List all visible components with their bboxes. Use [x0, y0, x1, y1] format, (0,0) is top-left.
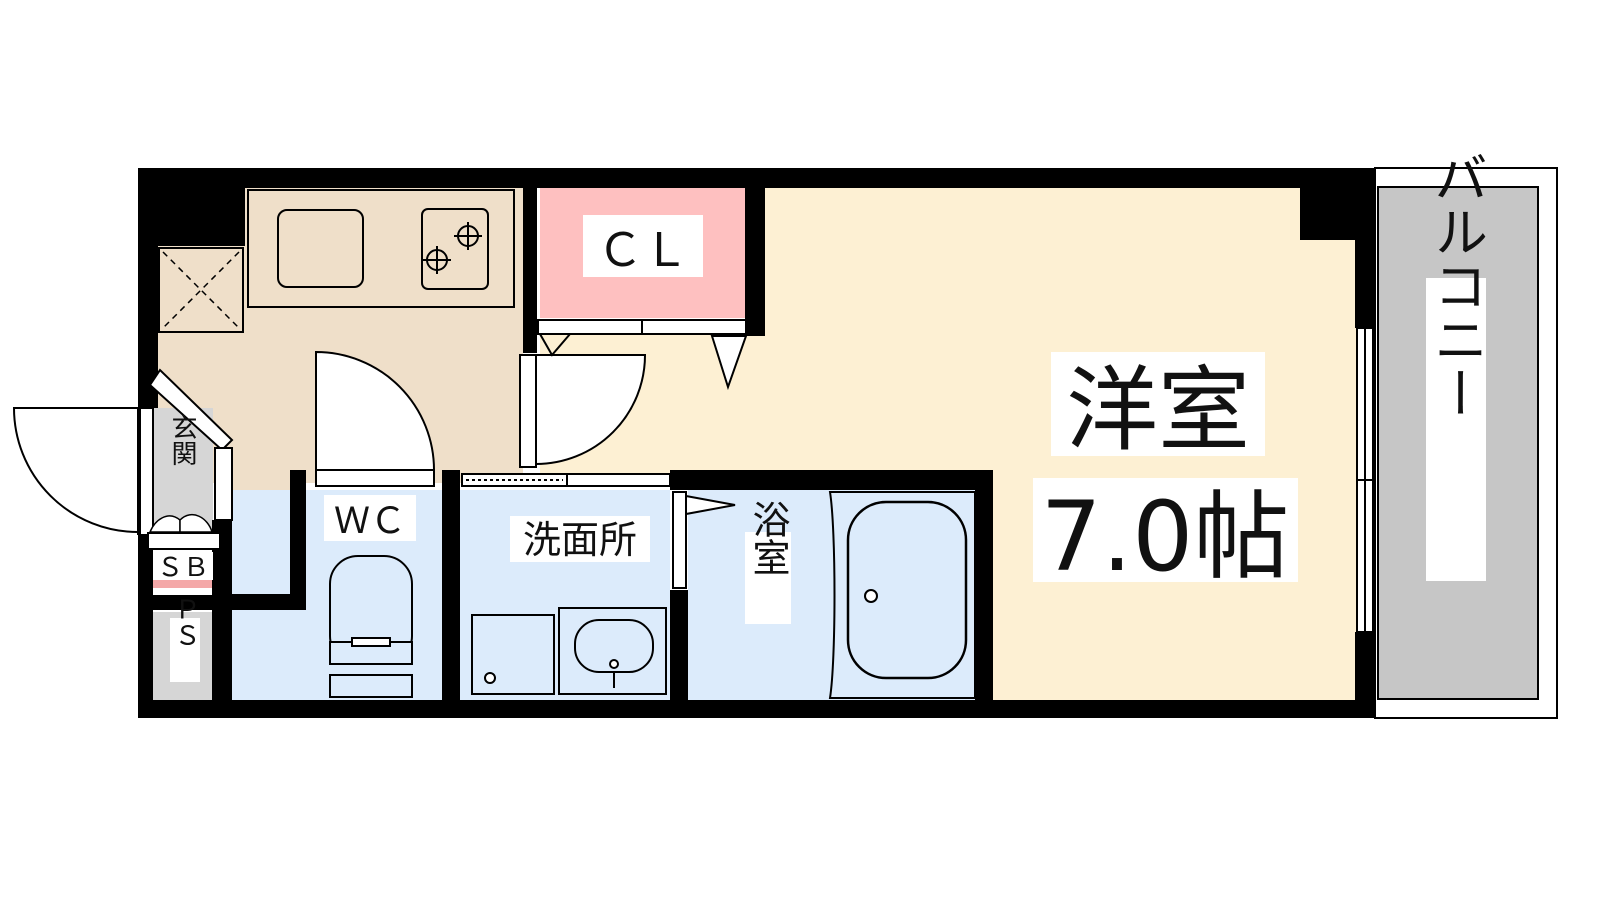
bathtub-icon — [846, 500, 968, 680]
room-door — [519, 354, 647, 468]
shoebox-label: ＳＢ — [157, 553, 209, 583]
balcony-window — [1356, 327, 1374, 633]
toilet-label-bg — [324, 495, 416, 541]
ps-door-marks — [140, 612, 152, 698]
bathroom-label-bg — [745, 532, 791, 624]
shoebox-sill — [150, 580, 212, 588]
refrigerator-cross-icon — [162, 251, 240, 329]
toilet-label: ＷＣ — [334, 501, 406, 542]
faucet-icon — [609, 659, 619, 688]
stove — [421, 208, 489, 290]
washroom-label: 洗面所 — [523, 518, 637, 562]
washroom-label-bg — [510, 516, 650, 562]
closet-label: ＣＬ — [597, 223, 689, 277]
kitchen-door — [315, 350, 436, 487]
entrance-label: 玄関 — [167, 414, 197, 466]
closet-doors — [537, 319, 748, 391]
shoes-icon — [148, 514, 213, 533]
ps-label-bg — [170, 618, 200, 682]
walls — [138, 168, 1375, 718]
kitchen-sink — [277, 209, 364, 288]
bathroom-door — [672, 491, 736, 589]
ps-label: ＰＳ — [170, 596, 200, 648]
entrance-door — [12, 407, 154, 536]
balcony-label-bg — [1426, 278, 1486, 581]
western-room-size: 7.0帖 — [1041, 481, 1290, 593]
closet-label-bg — [583, 215, 703, 277]
washroom-sliding-door — [461, 473, 671, 487]
western-room-name: 洋室 — [1066, 357, 1250, 464]
bathtub-drain-icon — [864, 589, 878, 603]
washing-machine-space — [471, 614, 555, 695]
shoebox-label-bg — [153, 552, 213, 580]
drain-icon — [484, 672, 496, 684]
stove-burner-icon — [423, 222, 482, 274]
balcony-label: バルコニー — [1425, 150, 1488, 420]
western-room-label-bg — [1051, 352, 1265, 456]
bathroom-label: 浴室 — [746, 500, 790, 576]
western-room-size-bg — [1033, 478, 1298, 582]
entrance-shoe-cabinet — [147, 368, 234, 550]
toilet-icon — [329, 555, 413, 698]
